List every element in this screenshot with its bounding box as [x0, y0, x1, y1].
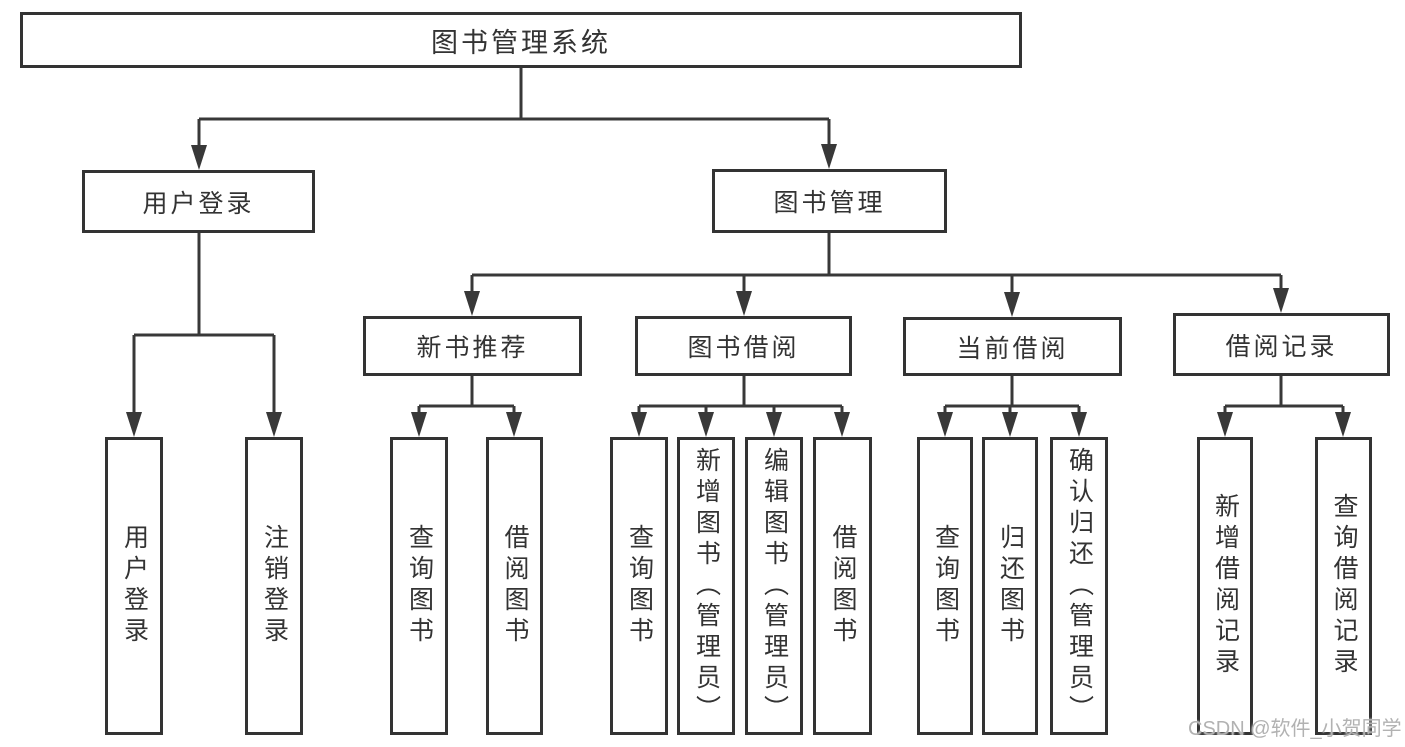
edge-root-to-level2: [191, 68, 837, 170]
edge-book-mgmt-children: [464, 233, 1289, 317]
node-label: 新增图书（管理员）: [692, 446, 721, 726]
edge-current-borrow-children: [937, 376, 1087, 437]
node-label: 用户登录: [120, 524, 149, 648]
node-label: 用户登录: [142, 189, 255, 218]
edge-new-book-rec-children: [411, 376, 522, 437]
node-library-system: 图书管理系统: [20, 12, 1022, 68]
edge-user-login-children: [126, 233, 282, 437]
node-borrow-books-recommend: 借阅图书: [486, 437, 543, 735]
node-edit-book-admin: 编辑图书（管理员）: [745, 437, 803, 735]
node-label: 当前借阅: [956, 334, 1069, 363]
node-label: 查询图书: [625, 524, 654, 648]
edge-borrow-records-children: [1217, 376, 1351, 437]
node-label: 查询图书: [405, 524, 434, 648]
node-label: 图书管理系统: [431, 27, 611, 58]
node-logout-action: 注销登录: [245, 437, 303, 735]
node-user-login-action: 用户登录: [105, 437, 163, 735]
node-add-book-admin: 新增图书（管理员）: [677, 437, 735, 735]
node-book-borrowing: 图书借阅: [635, 316, 852, 376]
node-query-books-recommend: 查询图书: [390, 437, 448, 735]
node-label: 图书借阅: [687, 334, 800, 362]
node-label: 新增借阅记录: [1211, 493, 1240, 679]
node-label: 借阅图书: [829, 524, 857, 648]
node-book-management: 图书管理: [712, 169, 947, 233]
node-label: 确认归还（管理员）: [1065, 446, 1094, 726]
node-label: 借阅记录: [1225, 332, 1338, 361]
node-query-borrow-record: 查询借阅记录: [1315, 437, 1372, 735]
node-add-borrow-record: 新增借阅记录: [1197, 437, 1253, 735]
node-confirm-return-admin: 确认归还（管理员）: [1050, 437, 1108, 735]
node-label: 借阅图书: [501, 524, 529, 648]
node-new-book-recommendation: 新书推荐: [363, 316, 582, 376]
node-label: 归还图书: [996, 524, 1025, 648]
node-label: 注销登录: [260, 524, 289, 648]
node-borrow-books-borrowing: 借阅图书: [813, 437, 872, 735]
node-label: 查询借阅记录: [1330, 493, 1358, 679]
node-query-books-current: 查询图书: [917, 437, 973, 735]
node-query-books-borrowing: 查询图书: [610, 437, 668, 735]
edge-book-borrow-children: [631, 376, 850, 437]
node-label: 编辑图书（管理员）: [760, 446, 789, 726]
node-borrowing-records: 借阅记录: [1173, 313, 1390, 376]
node-label: 查询图书: [931, 524, 960, 648]
node-return-book: 归还图书: [982, 437, 1038, 735]
node-user-login-branch: 用户登录: [82, 170, 315, 233]
csdn-watermark: CSDN @软件_小贺同学: [1188, 718, 1402, 740]
node-label: 新书推荐: [416, 334, 529, 362]
node-label: 图书管理: [773, 189, 886, 217]
node-current-borrowing: 当前借阅: [903, 317, 1122, 376]
